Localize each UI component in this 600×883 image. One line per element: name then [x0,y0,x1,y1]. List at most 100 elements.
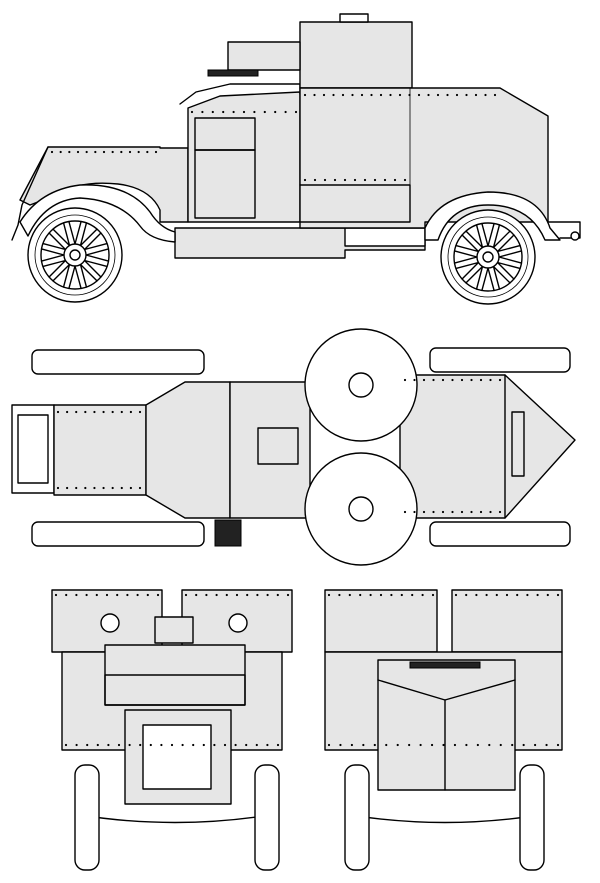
rivet [451,378,454,382]
rivet [54,593,58,597]
rear-tyre-left [344,764,370,871]
rear-fender [424,191,561,241]
rivet [94,150,97,154]
top-rear-fender-right [429,521,571,547]
rivet [454,593,458,597]
rivet [192,743,195,747]
wheel-spoke [42,232,67,251]
rivet [242,110,246,114]
wheel-spoke [481,222,495,247]
rivet [534,743,537,747]
rivet [156,593,160,597]
rivet [154,150,158,154]
rivet [460,378,464,382]
rivet [85,150,88,154]
wheel-spoke [492,224,511,249]
top-cab [145,381,231,519]
rivet [215,593,218,597]
rivet [493,93,497,97]
wheel-spoke [455,234,480,253]
rivet [421,593,424,597]
rivet [446,93,449,97]
wheel-spoke [52,222,71,247]
rear-left-turret [324,589,438,653]
rivet [430,743,434,747]
rear-tyre-right [519,764,545,871]
front-view [51,589,293,871]
wheel-spoke [68,265,82,290]
rivet [476,743,479,747]
gun-barrel [207,69,259,77]
rivet [343,178,347,182]
rear-hull-plate [377,659,516,791]
rivet [120,410,123,414]
rivet [350,743,353,747]
wheel-spoke [492,265,511,290]
rivet [479,510,483,514]
rivet [360,93,364,97]
rivet [276,593,279,597]
rivet [359,593,362,597]
top-rear-fender-left [429,347,571,373]
rivet [102,486,105,490]
rivet [276,743,280,747]
rivet [202,743,205,747]
wheel-spoke [83,232,108,251]
front-tyre-right [254,764,280,871]
rivet [556,593,560,597]
rivet [93,486,96,490]
rivet [522,743,525,747]
rivet [75,593,78,597]
rivet [505,593,509,597]
rivet [84,486,87,490]
rivet [323,178,327,182]
rivet [465,743,468,747]
rivet [451,510,454,514]
rivet [495,593,498,597]
rivet [470,378,473,382]
rivet [65,593,68,597]
rivet [66,410,69,414]
rivet [75,410,78,414]
rivet [465,593,468,597]
rivet [479,378,483,382]
rivet [266,593,269,597]
rivet [266,743,269,747]
rivet [511,743,514,747]
machine-gun-mantlet [227,41,301,71]
rivet [286,593,290,597]
rivet [120,150,123,154]
wheel-spoke [42,259,67,278]
rivet [68,150,71,154]
rivet [75,743,78,747]
rivet [470,510,473,514]
rear-armor-panel [299,184,411,223]
wheel-spoke [40,248,65,262]
top-view [11,328,576,566]
rivet [460,510,464,514]
rear-number-plate [409,661,481,669]
rivet [403,378,407,382]
top-pedal-box [214,519,242,547]
rivet [379,93,383,97]
rivet [102,410,105,414]
top-roof-hatch [257,427,299,465]
radiator-front [11,146,49,241]
rivet [474,93,478,97]
top-radiator [11,404,55,494]
tow-bar [547,221,581,239]
rivet [181,743,184,747]
rivet [441,378,445,382]
rivet [128,150,132,154]
rivet [413,510,416,514]
rivet [327,593,331,597]
top-rear-body [399,374,576,519]
wheel-spokes [453,222,523,292]
rivet [431,593,435,597]
rivet [129,410,132,414]
wheel-spoke [496,234,521,253]
rivets [50,93,560,747]
rivet [313,93,316,97]
rivet [393,178,397,182]
rivet [256,593,259,597]
